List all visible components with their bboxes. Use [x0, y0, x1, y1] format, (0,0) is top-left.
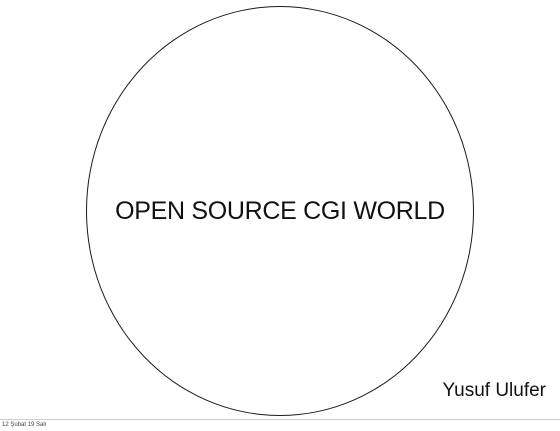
- footer-date: 12 Şubat 19 Salı: [2, 422, 47, 428]
- slide-canvas: OPEN SOURCE CGI WORLD Yusuf Ulufer: [0, 6, 560, 420]
- decorative-circle: [86, 6, 474, 416]
- slide-author: Yusuf Ulufer: [442, 380, 547, 401]
- slide-title: OPEN SOURCE CGI WORLD: [115, 197, 445, 225]
